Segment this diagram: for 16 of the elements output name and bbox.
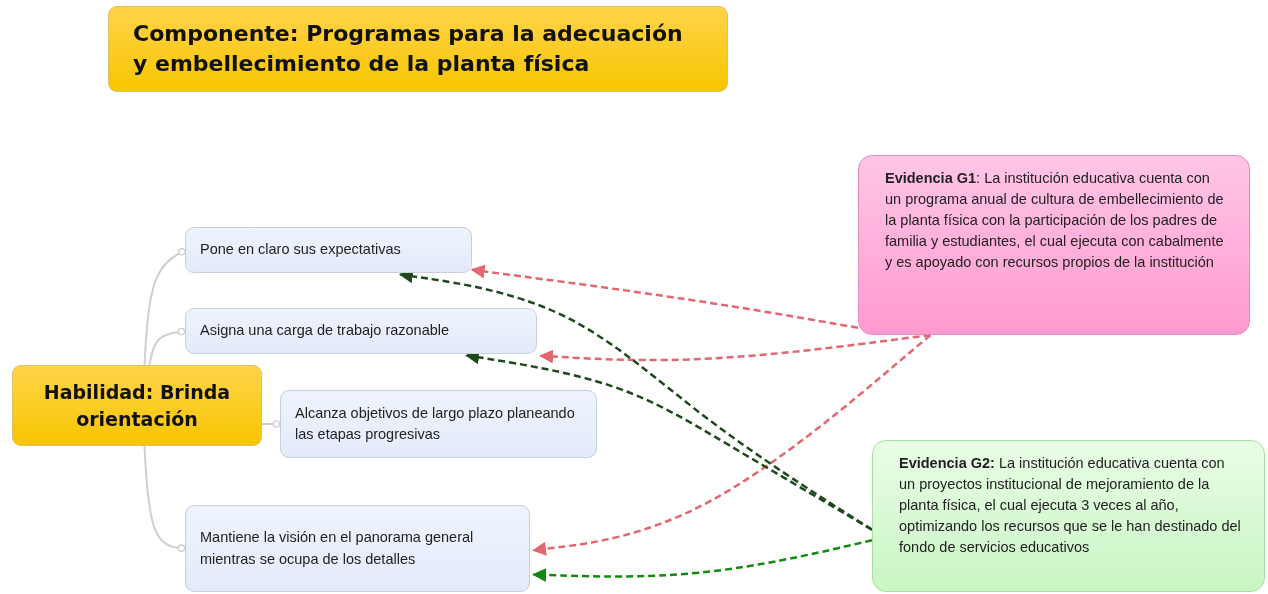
topic-box: Pone en claro sus expectativas (185, 227, 472, 273)
dashed-arrow (539, 333, 931, 364)
topic-box: Mantiene la visión en el panorama general mientras se ocupa de los detalles (185, 505, 530, 592)
dashed-arrow (532, 539, 873, 582)
connector-line (143, 445, 186, 552)
connector-line (261, 420, 281, 428)
topic-box: Asigna una carga de trabajo razonable (185, 308, 537, 354)
dashed-arrow (532, 334, 932, 556)
evidence-box: Evidencia G1: La institución educativa cuenta con un programa anual de cultura de embellecimiento de la planta física con la participación de los padres de familia y estudiantes, el cual ejecuta con cabalmente y es apoyado con recursos propios de la institución (858, 155, 1250, 335)
title-box: Componente: Programas para la adecuación y embellecimiento de la planta física (108, 6, 728, 92)
dashed-arrow (470, 264, 859, 330)
skill-box: Habilidad: Brinda orientación (12, 365, 262, 446)
topic-box: Alcanza objetivos de largo plazo planeando las etapas progresivas (280, 390, 597, 458)
connector-line (148, 327, 186, 366)
connector-line (143, 247, 186, 366)
evidence-box: Evidencia G2: La institución educativa cuenta con un proyectos institucional de mejoramiento de la planta física, el cual ejecuta 3 veces al año, optimizando los recursos que se le han destinado del fondo de servicios educativos (872, 440, 1265, 592)
